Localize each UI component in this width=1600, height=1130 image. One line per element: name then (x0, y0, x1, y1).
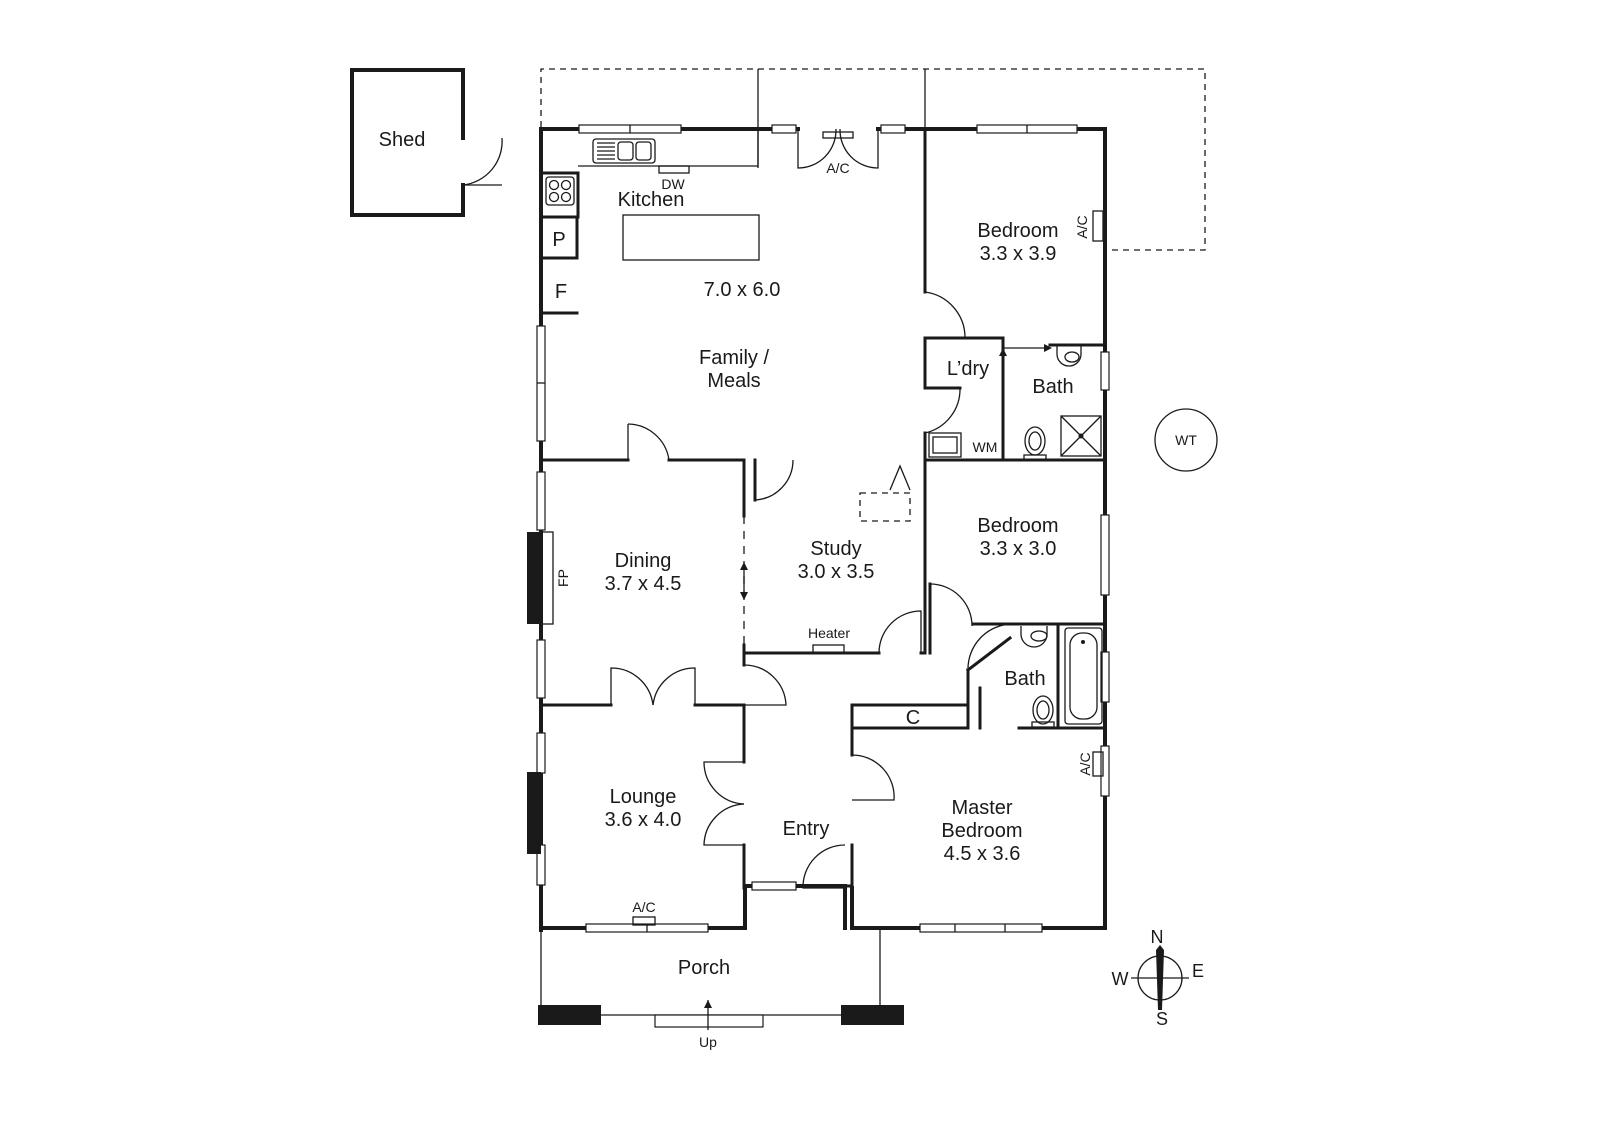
fridge-label: F (555, 281, 567, 303)
compass-n: N (1151, 927, 1164, 947)
bedroom-ne-size: 3.3 x 3.9 (980, 243, 1057, 265)
compass-s: S (1156, 1009, 1168, 1029)
lounge-label: Lounge (610, 786, 677, 808)
washing-machine (928, 432, 962, 458)
lounge-chimney (527, 772, 541, 854)
cooktop (545, 176, 575, 206)
master-label-1: Master (951, 797, 1012, 819)
room-labels: Kitchen 7.0 x 6.0 Family / Meals Bedroom… (605, 189, 1074, 865)
water-tank: WT (1154, 408, 1218, 472)
porch: Porch Up (538, 930, 904, 1050)
kitchen-sink (592, 138, 656, 164)
master-label-2: Bedroom (941, 820, 1022, 842)
water-tank-label: WT (1175, 432, 1197, 448)
shower (1060, 415, 1102, 457)
ac-unit-lounge (632, 916, 656, 926)
ac-lounge-label: A/C (632, 899, 655, 915)
dining-size: 3.7 x 4.5 (605, 573, 682, 595)
steps-up-label: Up (699, 1034, 717, 1050)
bedroom-mid-label: Bedroom (977, 515, 1058, 537)
interior-walls (539, 127, 1107, 930)
shed: Shed (350, 68, 503, 217)
fixtures: DW P F A/C A/C WM (527, 131, 1104, 926)
pantry-label: P (552, 229, 565, 251)
family-meals-label-2: Meals (707, 370, 760, 392)
family-meals-size: 7.0 x 6.0 (704, 279, 781, 301)
heater (812, 644, 845, 654)
dishwasher (658, 165, 690, 174)
windows (536, 124, 1110, 933)
bathtub (1064, 627, 1103, 725)
compass-w: W (1112, 969, 1129, 989)
bath-upper-label: Bath (1032, 376, 1073, 398)
toilet-upper-bath (1023, 426, 1047, 461)
dishwasher-label: DW (661, 176, 685, 192)
fireplace-label: FP (555, 569, 571, 587)
porch-pier-right (841, 1005, 904, 1025)
compass: N E S W (1112, 927, 1205, 1029)
fireplace-hearth (540, 531, 554, 625)
basin-upper-bath (1056, 345, 1082, 367)
porch-label: Porch (678, 957, 730, 979)
island-bench (622, 214, 760, 261)
pergola-outline (540, 68, 1206, 251)
toilet-lower-bath (1031, 695, 1055, 728)
bath-lower-label: Bath (1004, 668, 1045, 690)
study-desk (859, 492, 911, 522)
study-size: 3.0 x 3.5 (798, 561, 875, 583)
porch-step (654, 1014, 764, 1028)
basin-lower-bath (1020, 626, 1048, 648)
entry-label: Entry (783, 818, 830, 840)
ac-unit-rear: A/C (822, 131, 854, 176)
ac-bedroom-label: A/C (1074, 215, 1090, 238)
wm-label: WM (973, 439, 998, 455)
master-size: 4.5 x 3.6 (944, 843, 1021, 865)
ac-master-label: A/C (1077, 752, 1093, 775)
shed-label: Shed (379, 129, 426, 151)
ac-rear-label: A/C (826, 160, 849, 176)
doors (610, 128, 1052, 889)
study-label: Study (810, 538, 861, 560)
heater-label: Heater (808, 625, 850, 641)
lounge-size: 3.6 x 4.0 (605, 809, 682, 831)
bedroom-ne-label: Bedroom (977, 220, 1058, 242)
bedroom-mid-size: 3.3 x 3.0 (980, 538, 1057, 560)
ac-unit-master (1092, 751, 1104, 777)
laundry-label: L’dry (947, 358, 989, 380)
compass-e: E (1192, 961, 1204, 981)
family-meals-label-1: Family / (699, 347, 769, 369)
fireplace-chimney (527, 532, 541, 624)
ac-unit-bedroom (1092, 210, 1104, 242)
dining-label: Dining (615, 550, 672, 572)
porch-pier-left (538, 1005, 601, 1025)
cupboard-label: C (906, 707, 920, 729)
kitchen-label: Kitchen (618, 189, 685, 211)
